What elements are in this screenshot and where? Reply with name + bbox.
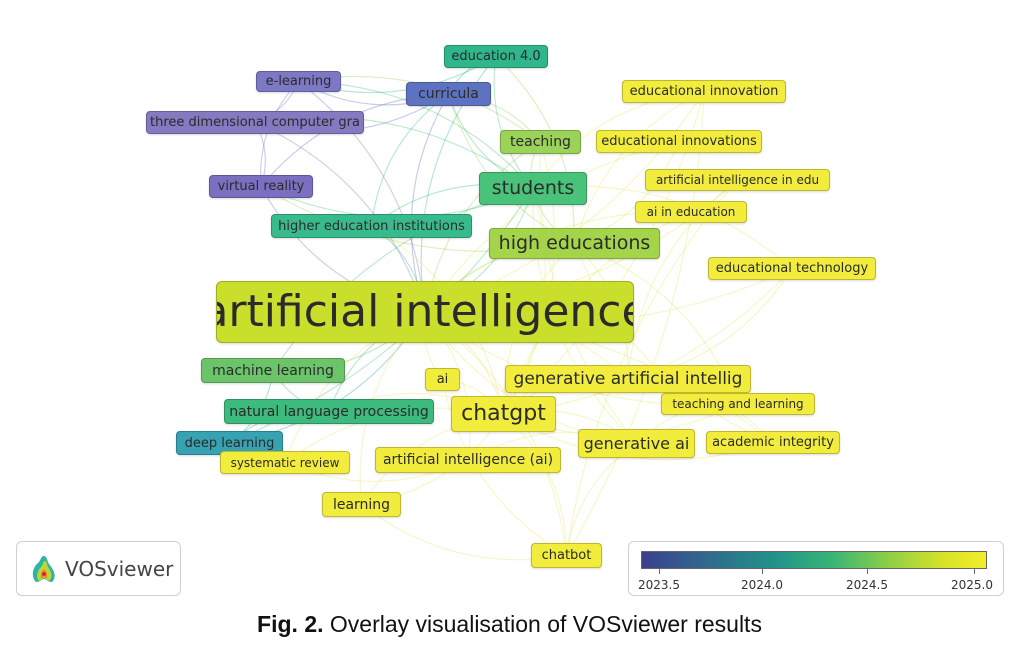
color-legend: 2023.5 2024.0 2024.5 2025.0 (628, 541, 1004, 596)
node-generative-ai[interactable]: generative ai (578, 429, 695, 458)
link-high-educations-academic-integrity (573, 243, 774, 444)
link-chatbot-educational-innovation (565, 91, 705, 556)
node-curricula[interactable]: curricula (406, 82, 491, 106)
legend-tick-label: 2025.0 (951, 578, 993, 592)
node-systematic-review[interactable]: systematic review (220, 451, 350, 474)
node-natural-language-processing[interactable]: natural language processing (224, 399, 434, 424)
node-educational-innovation[interactable]: educational innovation (622, 80, 786, 103)
node-generative-artificial-intellig[interactable]: generative artificial intellig (505, 365, 751, 393)
color-scale-bar (641, 551, 987, 569)
link-e-learning-virtual-reality (259, 81, 299, 187)
caption-text: Overlay visualisation of VOSviewer resul… (329, 611, 762, 637)
node-teaching[interactable]: teaching (500, 130, 581, 154)
node-students[interactable]: students (479, 172, 587, 205)
legend-tick-label: 2023.5 (638, 578, 680, 592)
node-educational-innovations[interactable]: educational innovations (596, 130, 762, 153)
node-artificial-intelligence-ai[interactable]: artificial intelligence (ai) (375, 447, 561, 473)
node-three-dimensional-computer-gra[interactable]: three dimensional computer gra (146, 111, 364, 134)
legend-tick (867, 569, 868, 574)
node-artificial-intelligence[interactable]: artificial intelligence (216, 281, 634, 343)
node-chatgpt[interactable]: chatgpt (451, 396, 556, 432)
node-ai-in-education[interactable]: ai in education (635, 201, 747, 223)
node-higher-education-institutions[interactable]: higher education institutions (271, 214, 472, 238)
link-educational-innovation-high-educations (573, 90, 705, 244)
node-high-educations[interactable]: high educations (489, 228, 660, 259)
node-learning[interactable]: learning (322, 492, 401, 517)
link-artificial-intelligence-e-learning (298, 81, 426, 313)
node-machine-learning[interactable]: machine learning (201, 358, 345, 383)
figure-caption: Fig. 2. Overlay visualisation of VOSview… (0, 611, 1019, 638)
legend-tick (974, 569, 975, 574)
link-generative-artificial-intellig-artificial-intelligence-in-edu (627, 179, 738, 380)
legend-tick-label: 2024.0 (741, 578, 783, 592)
legend-tick-label: 2024.5 (846, 578, 888, 592)
vosviewer-logo-icon (32, 555, 55, 582)
node-academic-integrity[interactable]: academic integrity (706, 431, 840, 454)
node-ai[interactable]: ai (425, 368, 460, 391)
caption-label: Fig. 2. (257, 611, 324, 637)
node-e-learning[interactable]: e-learning (256, 71, 341, 92)
node-virtual-reality[interactable]: virtual reality (209, 175, 313, 198)
link-artificial-intelligence-three-dimensional-computer-gra (254, 121, 426, 313)
node-artificial-intelligence-in-edu[interactable]: artificial intelligence in edu (645, 169, 830, 191)
vosviewer-brand-text: VOSviewer (65, 556, 174, 581)
node-chatbot[interactable]: chatbot (531, 543, 602, 568)
node-teaching-and-learning[interactable]: teaching and learning (661, 393, 815, 415)
link-ai-chatbot (441, 379, 567, 557)
legend-tick (762, 569, 763, 574)
network-map: artificial intelligence education 4.0 e-le… (146, 45, 876, 568)
node-educational-technology[interactable]: educational technology (708, 257, 876, 280)
link-artificial-intelligence-curricula (410, 93, 450, 313)
legend-tick (659, 569, 660, 574)
vosviewer-logo: VOSviewer (16, 541, 181, 596)
link-chatbot-artificial-intelligence-in-edu (565, 179, 738, 556)
node-education-4-0[interactable]: education 4.0 (444, 45, 548, 68)
